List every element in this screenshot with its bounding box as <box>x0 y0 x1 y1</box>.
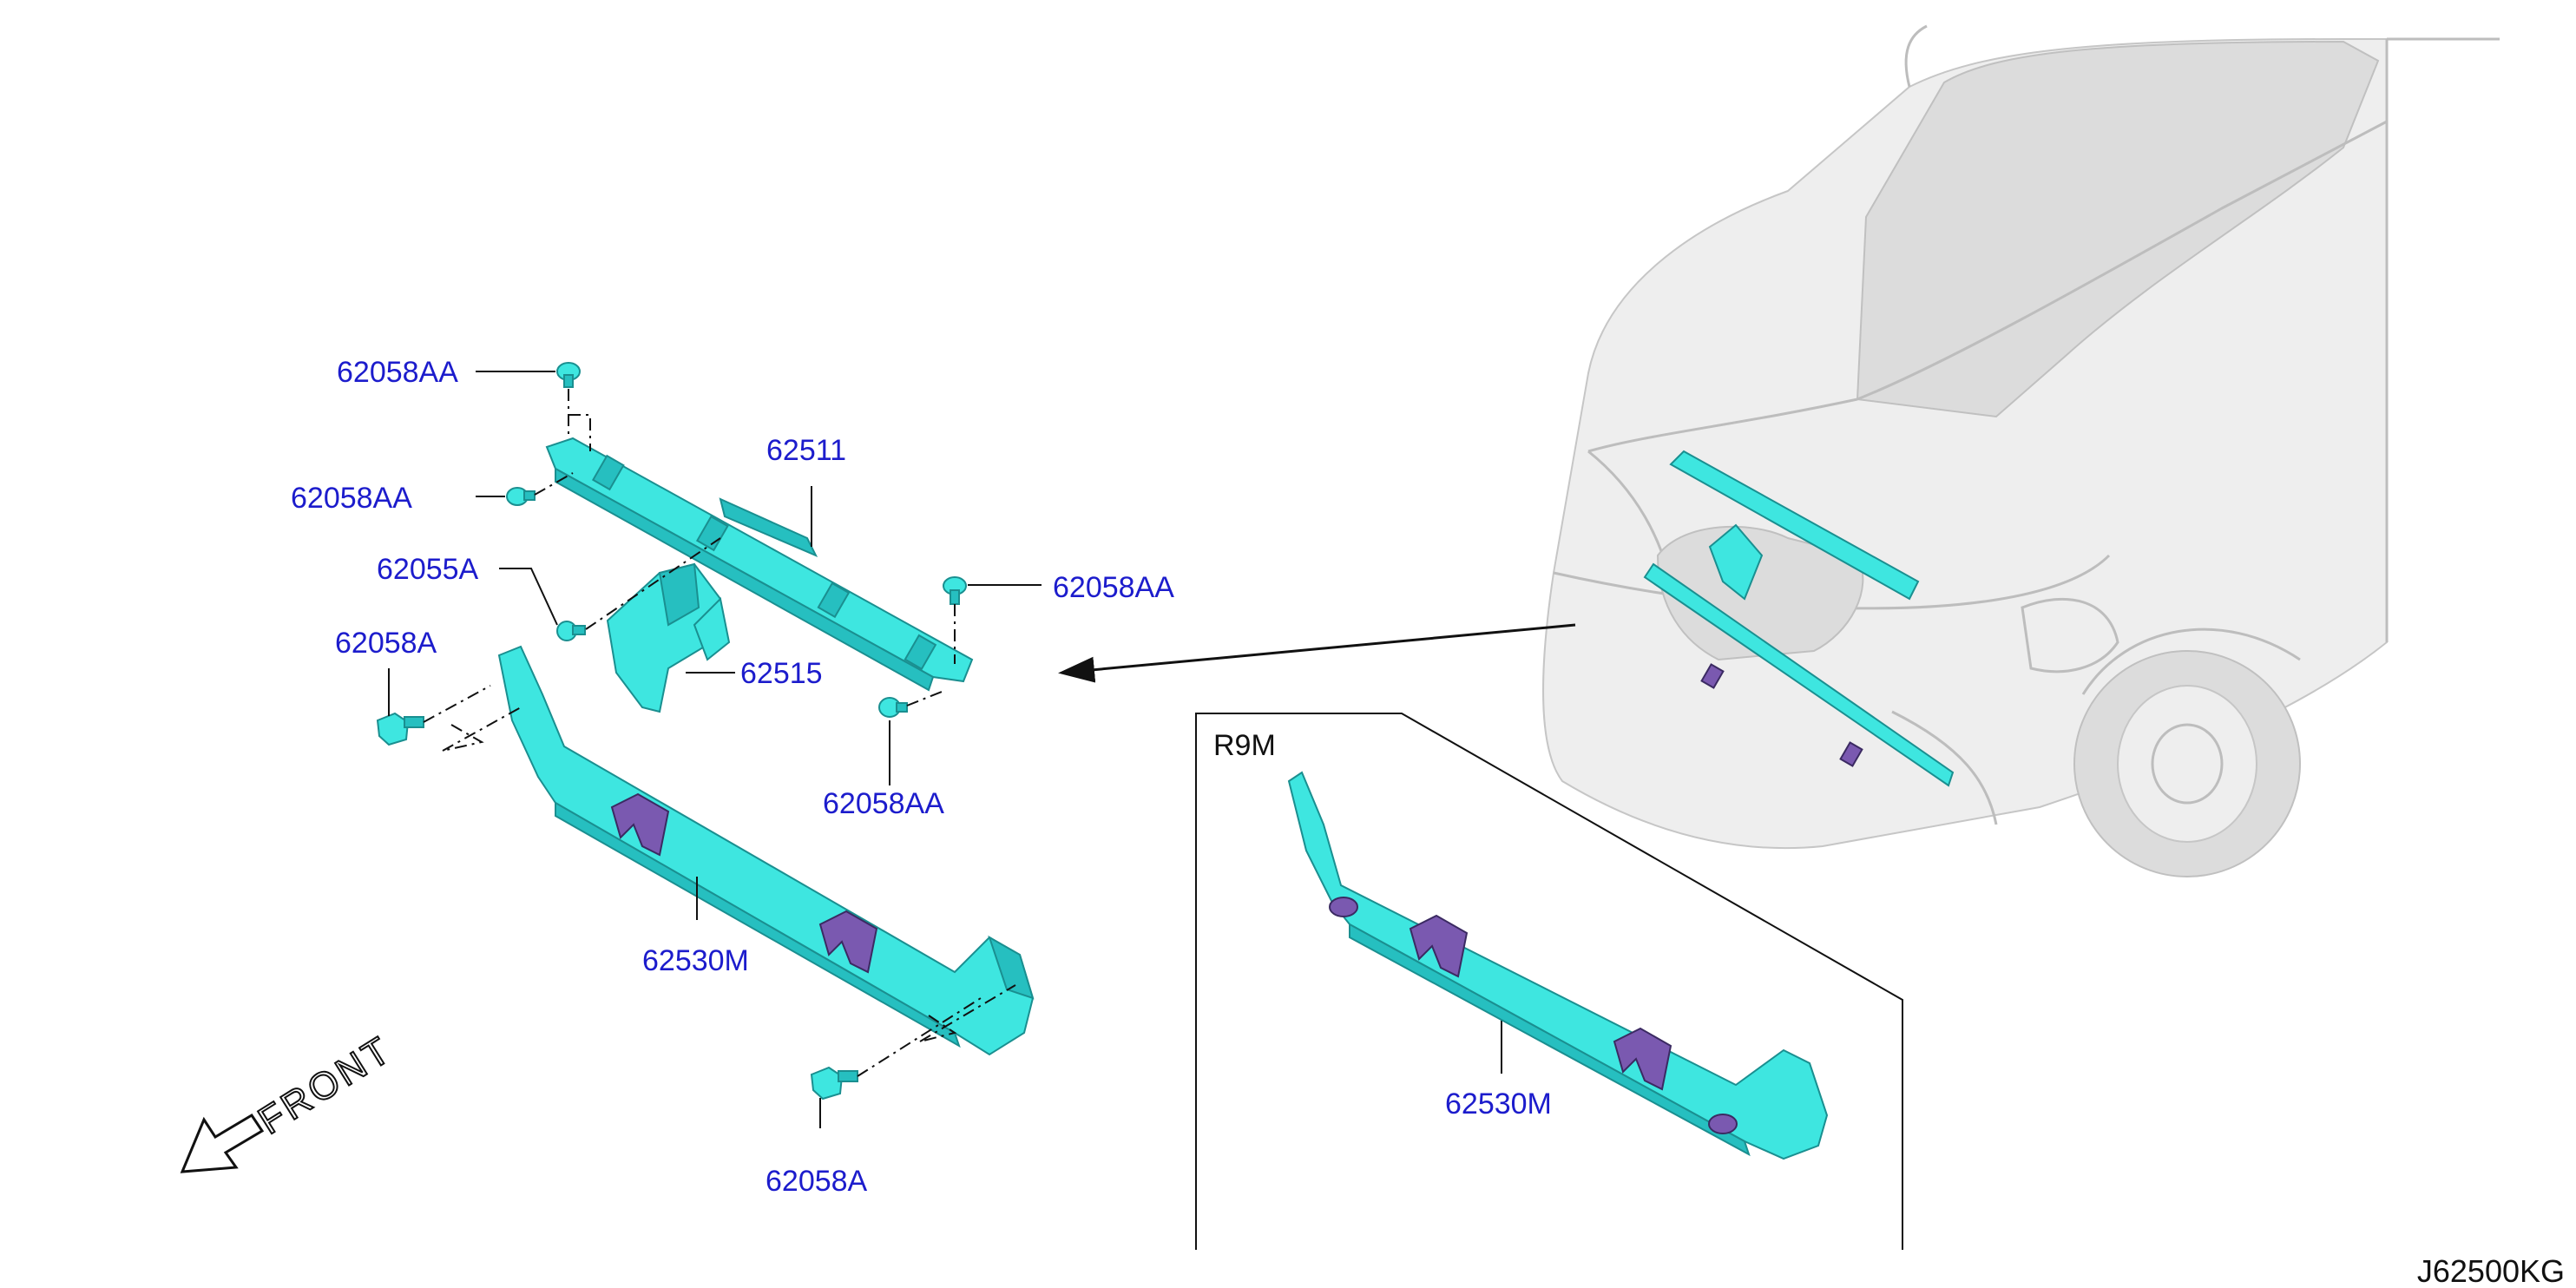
assembly-lines <box>423 389 1016 1077</box>
variant-label: R9M <box>1213 729 1276 762</box>
lower-support-62530M <box>497 645 1035 1056</box>
leader-lines <box>388 371 1502 1128</box>
bolt-62055A <box>556 621 586 641</box>
clip-62058AA-bottom <box>878 697 908 718</box>
callout-arrow <box>1058 623 1576 683</box>
label-62058AA-left: 62058AA <box>291 482 412 515</box>
label-62058AA-right: 62058AA <box>1053 571 1174 604</box>
label-62055A: 62055A <box>377 553 479 586</box>
bolt-62058A-upper <box>376 712 424 746</box>
hood-lock-bracket-62515 <box>606 562 731 713</box>
fasteners <box>376 362 967 1101</box>
front-indicator: FRONT <box>180 1027 401 1173</box>
vehicle-illustration <box>1542 24 2500 877</box>
clip-62058AA-top <box>556 362 581 388</box>
lower-support-62530M-variant <box>1287 771 1829 1160</box>
upper-support-62511 <box>545 437 974 692</box>
front-label: FRONT <box>251 1028 399 1142</box>
label-62058AA-top: 62058AA <box>337 356 458 389</box>
bolt-62058A-lower <box>810 1066 858 1101</box>
variant-inset-r9m: R9M 62530M <box>1195 713 1903 1250</box>
label-62530M-variant: 62530M <box>1445 1088 1552 1120</box>
label-62530M: 62530M <box>642 944 749 977</box>
clip-62058AA-right <box>943 576 967 605</box>
label-62058AA-bottom: 62058AA <box>823 787 944 820</box>
label-62058A-upper: 62058A <box>335 627 437 660</box>
label-62511: 62511 <box>766 434 846 467</box>
label-62515: 62515 <box>740 657 823 690</box>
clip-62058AA-left <box>506 487 536 506</box>
label-62058A-lower: 62058A <box>766 1165 868 1198</box>
diagram-code: J62500KG <box>2417 1253 2565 1288</box>
